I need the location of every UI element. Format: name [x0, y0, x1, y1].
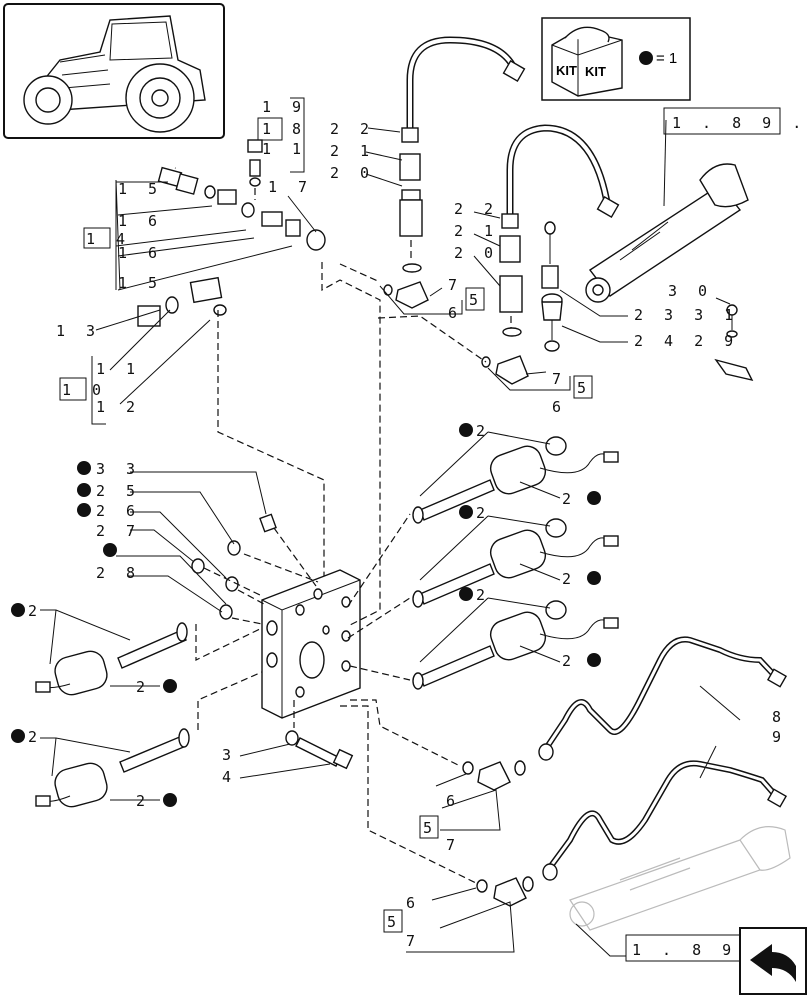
- label-10: 1 0: [62, 381, 107, 399]
- kit-markers: [11, 423, 601, 807]
- label-6-b: 6: [552, 398, 567, 416]
- label-30: 3 0: [668, 282, 713, 300]
- label-2-right-3: 2: [476, 586, 491, 604]
- label-23-right-3: 2 3: [562, 652, 607, 670]
- leader-lines: [40, 97, 741, 957]
- label-23-left-1: 2 3: [136, 678, 181, 696]
- tractor-thumbnail[interactable]: [3, 3, 225, 139]
- label-5-a: 5: [469, 291, 484, 309]
- chain-pin: [541, 221, 563, 352]
- label-21-a: 2 1: [330, 142, 375, 160]
- arrow-icon: [750, 944, 796, 982]
- label-2429: 2 4 2 9: [634, 332, 739, 350]
- connection-lines: [195, 262, 487, 885]
- label-2-left-2: 2: [28, 728, 43, 746]
- label-2-left-1: 2: [28, 602, 43, 620]
- label-2-right-1: 2: [476, 422, 491, 440]
- label-21-b: 2 1: [454, 222, 499, 240]
- solenoid-valves-left: [35, 622, 190, 808]
- label-23-right-1: 2 3: [562, 490, 607, 508]
- label-19: 1 9: [262, 98, 307, 116]
- label-5-c: 5: [423, 819, 438, 837]
- solenoid-valves-right: [412, 436, 619, 690]
- label-22-b: 2 2: [454, 200, 499, 218]
- pipes-lower: [462, 636, 788, 907]
- label-11-top: 1 1: [262, 140, 307, 158]
- label-18: 1 8: [262, 120, 307, 138]
- label-9: 9: [772, 728, 787, 746]
- cylinder-bottom-right-ghost: [569, 826, 791, 931]
- label-25: 2 5: [96, 482, 141, 500]
- label-15-top: 1 5: [118, 180, 163, 198]
- label-23-right-2: 2 3: [562, 570, 607, 588]
- label-23-left-2: 2 3: [136, 792, 181, 810]
- valve-block: [261, 569, 361, 719]
- label-20-a: 2 0: [330, 164, 375, 182]
- label-13: 1 3: [56, 322, 101, 340]
- label-7-b: 7: [552, 370, 567, 388]
- label-8: 8: [772, 708, 787, 726]
- label-26: 2 6: [96, 502, 141, 520]
- label-7-d: 7: [406, 932, 421, 950]
- part-labels: 1 9 1 8 1 1 1 7 1 5 1 6 1 4 1 6 1 5 1 3 …: [28, 98, 787, 950]
- reference-text-top: 1 . 8 9 . 6: [672, 114, 812, 132]
- kit-equals-label: = 1: [656, 50, 677, 67]
- cylinder-top-right: [585, 163, 754, 382]
- kit-label-right: KIT: [585, 64, 606, 79]
- tractor-icon: [23, 15, 206, 133]
- label-6-d: 6: [406, 894, 421, 912]
- label-6-c: 6: [446, 792, 461, 810]
- label-3: 3: [222, 746, 237, 764]
- bolt: [285, 730, 354, 770]
- label-15-bottom: 1 5: [118, 274, 163, 292]
- label-boxes: [59, 117, 593, 933]
- kit-box-icon: KIT KIT: [551, 26, 623, 97]
- label-22-a: 2 2: [330, 120, 375, 138]
- label-27: 2 7: [96, 522, 141, 540]
- hose-assembly-centre: [383, 36, 620, 385]
- label-20-b: 2 0: [454, 244, 499, 262]
- kit-label-left: KIT: [556, 63, 577, 78]
- label-5-b: 5: [577, 379, 592, 397]
- label-16-bottom: 1 6: [118, 244, 163, 262]
- label-14: 1 4: [86, 230, 131, 248]
- reference-link-top[interactable]: 1 . 8 9 . 6: [663, 107, 812, 135]
- label-16-top: 1 6: [118, 212, 163, 230]
- label-33: 3 3: [96, 460, 141, 478]
- kit-dot-icon: [639, 51, 653, 65]
- label-17: 1 7: [268, 178, 313, 196]
- hose-assembly-left: [63, 139, 326, 327]
- next-page-button[interactable]: [739, 927, 807, 995]
- kit-legend: KIT KIT = 1: [541, 17, 691, 101]
- label-7-a: 7: [448, 276, 463, 294]
- label-5-d: 5: [387, 913, 402, 931]
- label-7-c: 7: [446, 836, 461, 854]
- label-11-bottom: 1 1: [96, 360, 141, 378]
- label-2-right-2: 2: [476, 504, 491, 522]
- label-28: 2 8: [96, 564, 141, 582]
- label-12: 1 2: [96, 398, 141, 416]
- label-2331: 2 3 3 1: [634, 306, 739, 324]
- label-4: 4: [222, 768, 237, 786]
- label-6-a: 6: [448, 304, 463, 322]
